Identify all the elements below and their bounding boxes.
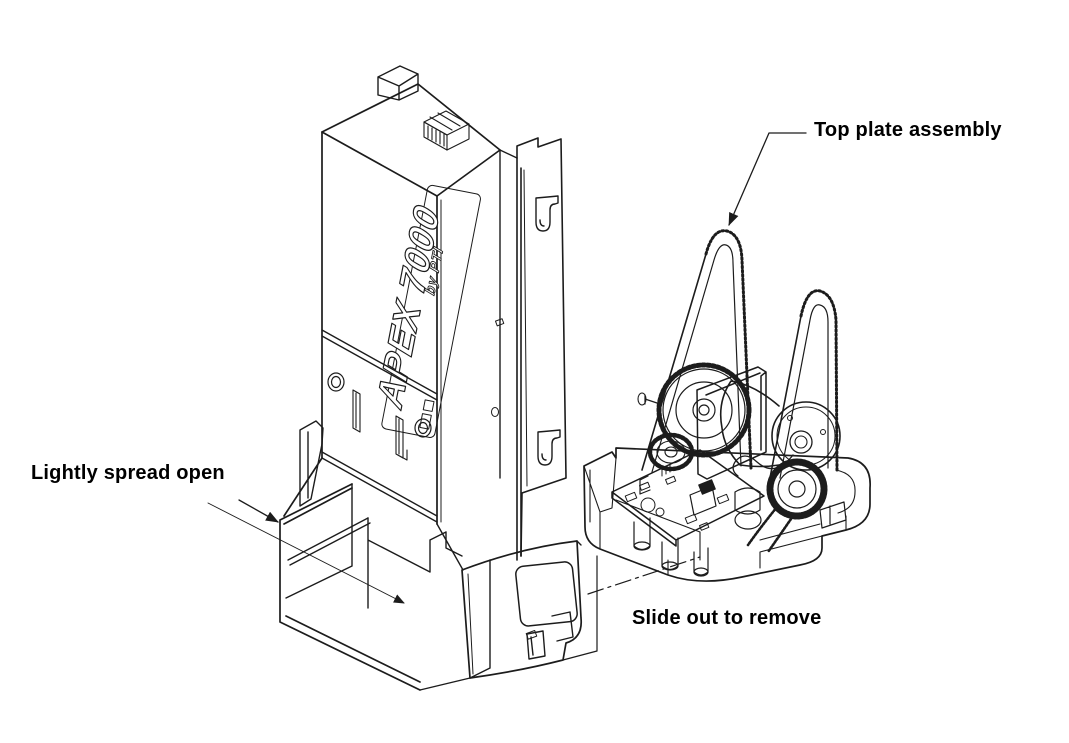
logo-panel [381, 185, 481, 439]
top-plate-assembly-label: Top plate assembly [814, 119, 1002, 141]
leader-spread-arrow-long [208, 503, 405, 604]
top-tab [378, 66, 418, 100]
rj45-connector-icon [424, 111, 469, 150]
annotation-arrows [208, 133, 806, 604]
front-slots [353, 390, 407, 460]
latch-tab [300, 421, 323, 506]
center-bracket [697, 367, 766, 479]
top-plate-assembly-drawing [584, 231, 870, 581]
cashbox-cavity [280, 458, 537, 690]
flange-mark [495, 319, 503, 326]
drive-gear [638, 365, 749, 455]
pcb-standoffs [634, 518, 708, 576]
flange-hole [492, 408, 499, 417]
leader-top-plate-arrow [729, 133, 806, 226]
validator-unit-drawing: APEX 7000 by PTI [280, 66, 597, 690]
mid-plate-seam-top [322, 330, 437, 400]
belt-right [770, 291, 837, 478]
spring-bar [288, 518, 370, 565]
keyhole-slot-bottom [538, 430, 560, 465]
faceplate-edge [517, 158, 521, 560]
leader-spread-arrow-short [239, 500, 279, 522]
bezel-slot [527, 631, 545, 659]
screw-hole [328, 373, 431, 437]
mid-plate-seam-bottom [322, 452, 437, 522]
front-face [322, 132, 437, 524]
lightly-spread-open-label: Lightly spread open [31, 462, 225, 484]
belt-left [642, 231, 751, 472]
slide-direction-centerline [588, 557, 700, 594]
bezel-hook [552, 541, 581, 641]
top-face [322, 84, 500, 196]
mounting-flange [492, 138, 567, 556]
head-right-face [500, 150, 517, 478]
bill-bezel [462, 541, 597, 678]
base-plate [584, 448, 870, 581]
model-marking: APEX 7000 [369, 199, 447, 414]
pcb [612, 450, 764, 576]
keyhole-slot-top [536, 196, 558, 231]
slide-out-to-remove-label: Slide out to remove [632, 607, 822, 629]
bezel-window [515, 561, 578, 627]
